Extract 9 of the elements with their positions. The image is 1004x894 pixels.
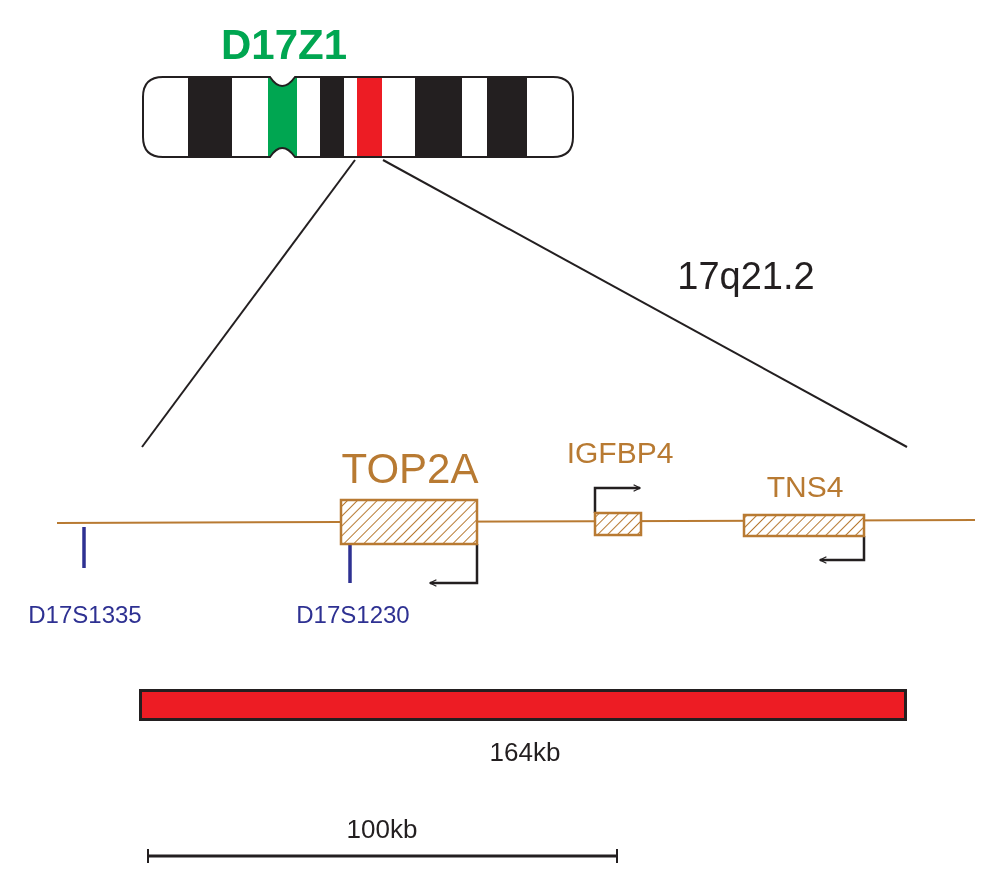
band-label: 17q21.2 xyxy=(677,257,815,295)
gene-name: TOP2A xyxy=(340,448,480,490)
size-label: 164kb xyxy=(489,739,561,765)
gene-name: TNS4 xyxy=(765,472,845,502)
gene-name: IGFBP4 xyxy=(565,438,675,468)
scale-label: 100kb xyxy=(346,816,418,842)
marker-label: D17S1230 xyxy=(296,603,410,627)
marker-label: D17S1335 xyxy=(28,603,142,627)
centromere-label: D17Z1 xyxy=(220,24,348,66)
